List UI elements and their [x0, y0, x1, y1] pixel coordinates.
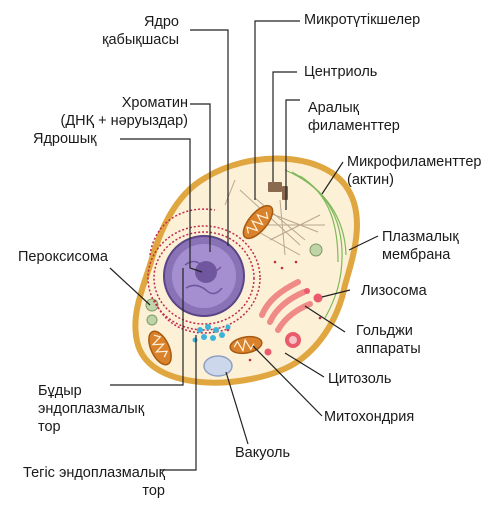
nucleus — [163, 235, 245, 317]
lysosomes — [264, 288, 323, 356]
leader-chromatin — [190, 103, 211, 252]
nucleolus — [195, 261, 217, 283]
leader-smooth-er — [160, 335, 197, 471]
leader-rough-er — [110, 268, 184, 386]
leader-lysosome — [321, 289, 351, 298]
leader-mitochondrion — [252, 345, 323, 417]
label-golgi: Гольджи аппараты — [356, 323, 421, 357]
mitochondrion-left — [148, 330, 172, 366]
label-cytosol: Цитозоль — [328, 371, 392, 387]
label-vacuole: Вакуоль — [235, 445, 291, 461]
leader-golgi — [304, 305, 346, 333]
mitochondrion-top — [242, 204, 274, 240]
label-plasma-membrane: Плазмалық мембрана — [382, 229, 459, 263]
label-mitochondrion: Митохондрия — [324, 409, 415, 425]
leader-peroxisome — [109, 267, 151, 306]
mitochondria — [148, 204, 274, 366]
label-nucleolus: Ядрошық — [33, 131, 97, 147]
leader-cytosol — [284, 352, 325, 378]
label-intermediate-filaments: Аралық филаменттер — [308, 100, 400, 134]
label-nuclear-envelope: Ядро қабықшасы — [102, 14, 179, 48]
label-lysosome: Лизосома — [361, 283, 427, 299]
leader-nuclear-envelope — [190, 29, 229, 246]
label-centriole: Центриоль — [304, 64, 378, 80]
label-smooth-er: Тегіс эндоплазмалық тор — [23, 465, 165, 499]
microfilaments — [284, 169, 347, 319]
leader-microfilaments — [321, 161, 344, 195]
mitochondrion-bottom — [229, 335, 263, 355]
label-peroxisome: Пероксисома — [18, 249, 108, 265]
vacuole — [203, 355, 233, 377]
leader-lines — [109, 20, 379, 471]
leader-plasma-membrane — [348, 235, 379, 251]
leader-microtubules — [254, 20, 300, 200]
label-microtubules: Микротүтікшелер — [304, 12, 421, 28]
leader-nucleolus — [120, 138, 203, 273]
rough-er — [147, 208, 261, 334]
label-rough-er: Бұдыр эндоплазмалық тор — [38, 383, 145, 435]
leader-centriole — [272, 71, 297, 182]
cell-body — [132, 155, 360, 386]
label-chromatin: Хроматин (ДНҚ + нәруыздар) — [60, 95, 188, 129]
leader-vacuole — [225, 371, 249, 445]
plasma-membrane — [132, 155, 360, 386]
leader-intermediate-filaments — [285, 99, 300, 210]
smooth-er — [192, 324, 231, 343]
golgi-apparatus — [259, 279, 313, 333]
label-microfilaments: Микрофиламенттер (актин) — [347, 154, 482, 188]
